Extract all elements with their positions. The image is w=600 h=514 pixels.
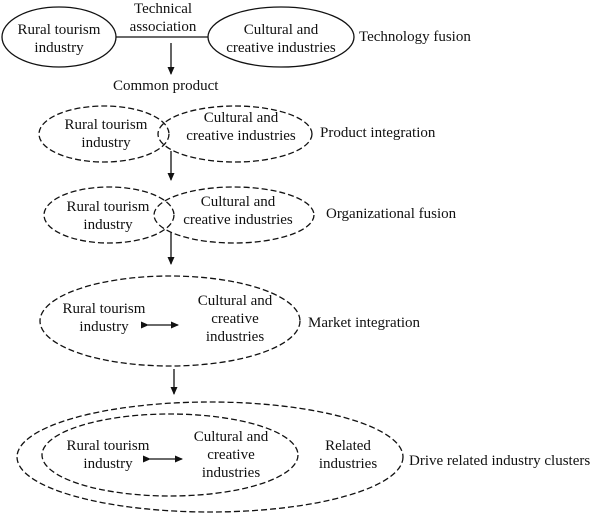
technology-fusion-label: Technology fusion xyxy=(359,29,471,45)
stage5-rural-label: Rural tourism industry xyxy=(58,437,158,473)
product-integration-label: Product integration xyxy=(320,125,436,141)
stage2-rural-ellipse xyxy=(38,105,170,163)
stage3-rural-ellipse xyxy=(43,186,175,244)
drive-related-clusters-label: Drive related industry clusters xyxy=(409,453,591,469)
common-product-label: Common product xyxy=(113,78,219,94)
stage1-cultural-line2: creative industries xyxy=(226,40,336,56)
stage3-cultural-line2: creative industries xyxy=(183,212,293,228)
stage3-cultural-ellipse xyxy=(153,186,315,244)
organizational-fusion-label: Organizational fusion xyxy=(326,206,457,222)
stage2-cultural-line1: Cultural and xyxy=(203,110,279,126)
related-industries-line2: industries xyxy=(318,456,378,472)
related-industries-label: Related industries xyxy=(308,437,388,473)
stage3-cultural-label: Cultural and creative industries xyxy=(173,193,303,229)
stage3-rural-label: Rural tourism industry xyxy=(58,198,158,234)
stage2-rural-label: Rural tourism industry xyxy=(56,116,156,152)
stage4-cultural-line1: Cultural and xyxy=(197,293,273,309)
stage2-rural-line1: Rural tourism xyxy=(64,117,148,133)
stage1-rural-label: Rural tourism industry xyxy=(9,21,109,57)
stage3-rural-line1: Rural tourism xyxy=(66,199,150,215)
technical-association-line2: association xyxy=(129,19,197,35)
stage1-rural-line1: Rural tourism xyxy=(17,22,101,38)
technical-association-line1: Technical xyxy=(133,1,193,17)
stage4-cultural-label: Cultural and creative industries xyxy=(180,292,290,346)
stage1-cultural-line1: Cultural and xyxy=(243,22,319,38)
stage3-rural-line2: industry xyxy=(83,217,133,233)
stage5-rural-line1: Rural tourism xyxy=(66,438,150,454)
stage5-cultural-line2: creative xyxy=(207,447,255,463)
stage5-cultural-line3: industries xyxy=(201,465,261,481)
stage4-cultural-line3: industries xyxy=(205,329,265,345)
stage2-cultural-line2: creative industries xyxy=(186,128,296,144)
market-integration-label: Market integration xyxy=(308,315,421,331)
related-industries-line1: Related xyxy=(325,438,371,454)
stage5-cultural-line1: Cultural and xyxy=(193,429,269,445)
stage4-rural-line1: Rural tourism xyxy=(62,301,146,317)
stage4-cultural-line2: creative xyxy=(211,311,259,327)
stage5-inner-ellipse xyxy=(41,413,299,497)
stage5-rural-line2: industry xyxy=(83,456,133,472)
stage1-rural-line2: industry xyxy=(34,40,84,56)
stage2-cultural-label: Cultural and creative industries xyxy=(176,109,306,145)
stage2-cultural-ellipse xyxy=(157,105,313,163)
stage1-cultural-label: Cultural and creative industries xyxy=(216,21,346,57)
stage1-cultural-ellipse xyxy=(207,6,355,68)
technical-association-label: Technical association xyxy=(114,0,212,36)
stage5-outer-ellipse xyxy=(16,401,404,513)
stage4-rural-line2: industry xyxy=(79,319,129,335)
stage2-rural-line2: industry xyxy=(81,135,131,151)
stage5-cultural-label: Cultural and creative industries xyxy=(176,428,286,482)
stage4-rural-label: Rural tourism industry xyxy=(54,300,154,336)
stage3-cultural-line1: Cultural and xyxy=(200,194,276,210)
stage4-market-ellipse xyxy=(39,275,301,367)
